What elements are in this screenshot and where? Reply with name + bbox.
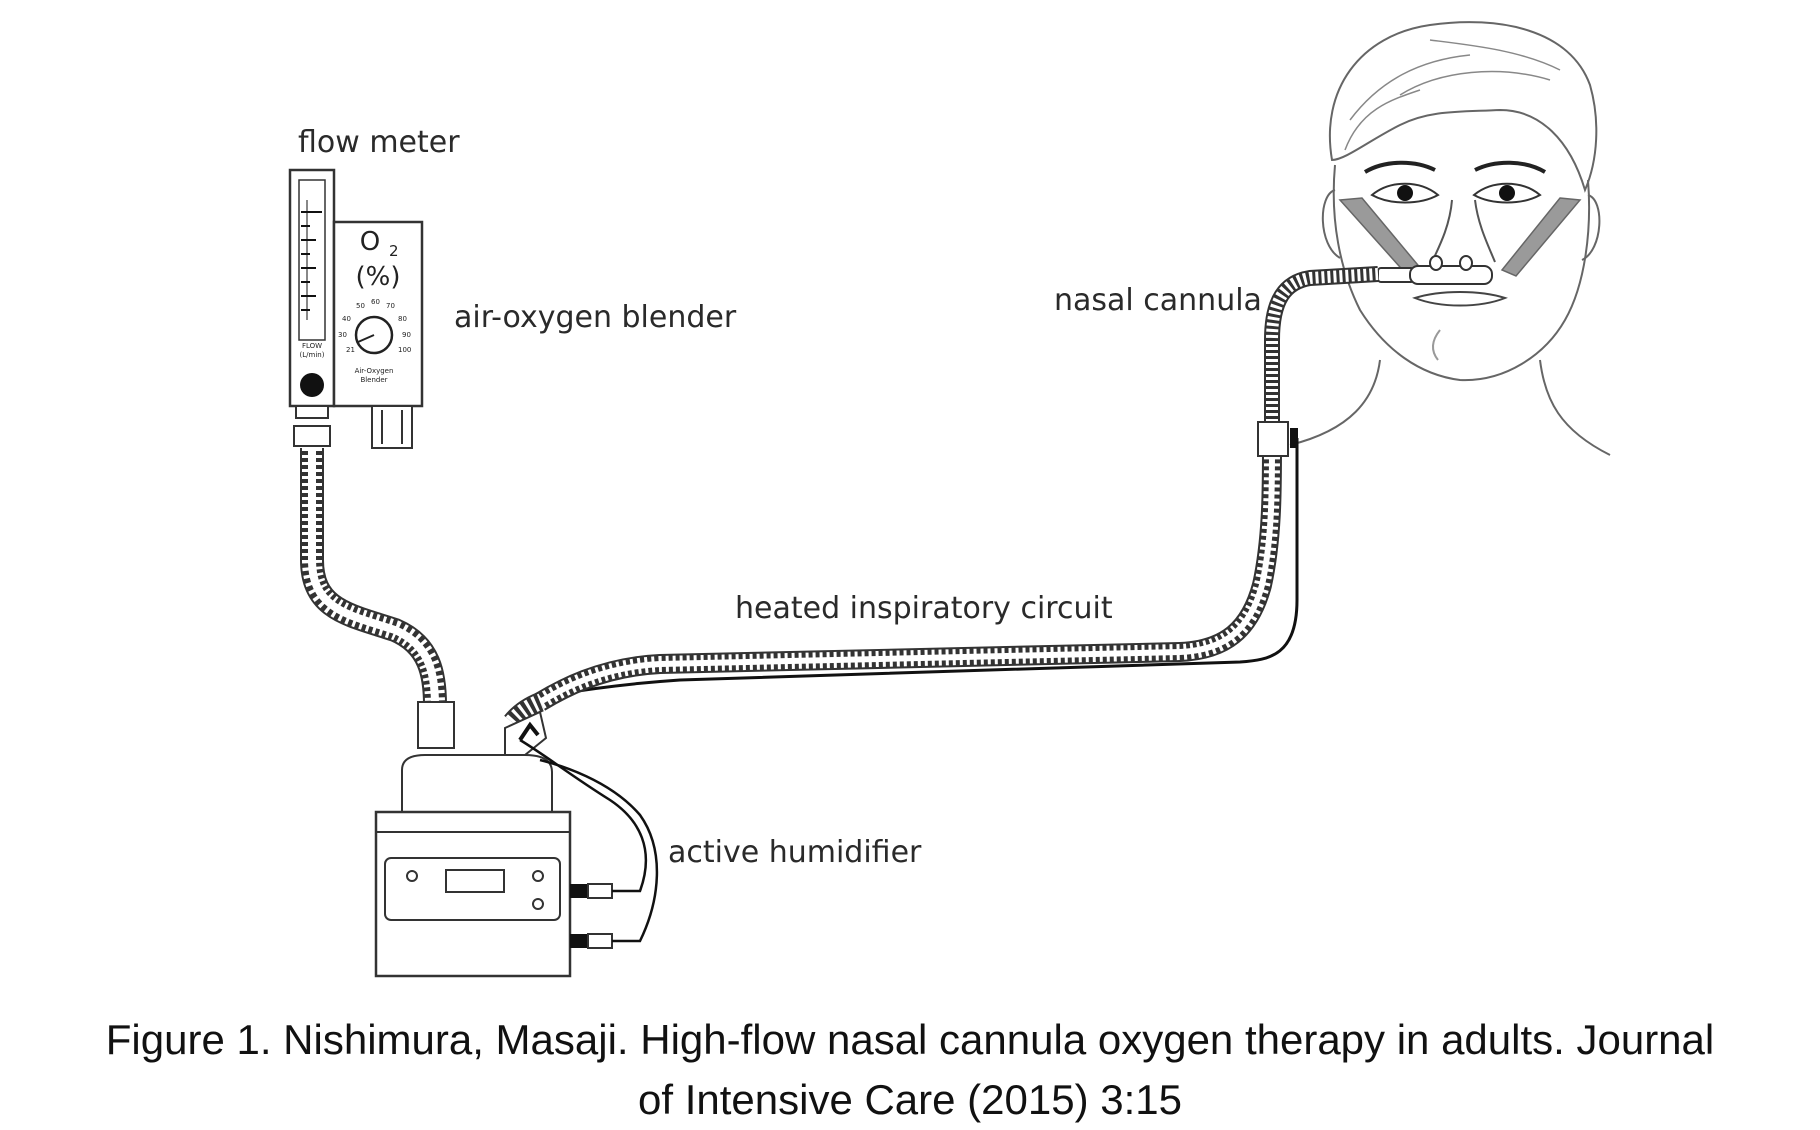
flow-meter-knob[interactable]	[300, 373, 324, 397]
label-active-humidifier: active humidifier	[668, 835, 922, 870]
patient-head	[1289, 21, 1611, 456]
label-nasal-cannula: nasal cannula	[1054, 283, 1262, 318]
blender-percent-label: (%)	[356, 262, 401, 292]
blender-dial-ticks: 21 30 40 50 60 70 80 90 100	[338, 298, 411, 354]
cannula-strap-right	[1500, 197, 1582, 277]
air-oxygen-blender: O 2 (%) 21 30 40 50 60 70 80 90 100 Air-…	[332, 220, 424, 449]
flow-meter-outlet-fitting	[293, 405, 331, 447]
humidifier-indicator-light	[406, 870, 418, 882]
humidifier-connector-upper	[570, 883, 613, 899]
caption-line-2: of Intensive Care (2015) 3:15	[638, 1076, 1182, 1123]
patient-eye-right	[1472, 182, 1542, 204]
svg-text:50: 50	[356, 302, 365, 310]
patient-face-outline	[1332, 164, 1591, 382]
svg-text:80: 80	[398, 315, 407, 323]
humidifier-cables	[519, 738, 659, 943]
svg-text:21: 21	[346, 346, 355, 354]
flow-meter: FLOW (L/min)	[288, 168, 336, 408]
blender-outlet-fitting	[371, 405, 413, 449]
patient-eyebrow-right	[1474, 160, 1547, 174]
flow-meter-scale	[301, 200, 322, 320]
humidifier-button-upper[interactable]	[532, 870, 544, 882]
blender-dial[interactable]	[354, 315, 394, 355]
cannula-strap-left	[1338, 197, 1424, 277]
patient-ear-right	[1581, 194, 1601, 261]
blender-o2-subscript: 2	[389, 242, 399, 260]
patient-nose	[1431, 199, 1496, 263]
humidifier-display	[445, 869, 505, 893]
svg-text:40: 40	[342, 315, 351, 323]
flow-meter-label-line1: FLOW	[302, 342, 322, 350]
heated-inspiratory-circuit	[534, 444, 1282, 711]
label-heated-inspiratory-circuit: heated inspiratory circuit	[735, 591, 1113, 626]
active-humidifier	[374, 710, 613, 978]
humidifier-water-chamber	[401, 754, 553, 813]
patient-ear-left	[1321, 189, 1341, 259]
circuit-outlet-tube	[504, 692, 544, 729]
svg-text:60: 60	[371, 298, 380, 306]
patient-eyebrow-left	[1363, 160, 1436, 174]
humidifier-button-lower[interactable]	[532, 898, 544, 910]
humidifier-connector-lower	[570, 933, 613, 949]
svg-text:90: 90	[402, 331, 411, 339]
flow-meter-label-line2: (L/min)	[300, 351, 325, 359]
blender-name-line2: Blender	[360, 376, 387, 384]
blender-o2-label: O	[360, 227, 380, 257]
label-flow-meter: flow meter	[298, 125, 460, 160]
caption-line-1: Figure 1. Nishimura, Masaji. High-flow n…	[105, 1016, 1715, 1063]
figure-caption: Figure 1. Nishimura, Masaji. High-flow n…	[40, 1010, 1780, 1130]
blender-name-line1: Air-Oxygen	[355, 367, 394, 375]
svg-text:30: 30	[338, 331, 347, 339]
label-air-oxygen-blender: air-oxygen blender	[454, 300, 737, 335]
patient-neck	[1289, 359, 1381, 446]
svg-text:100: 100	[398, 346, 411, 354]
patient-hair	[1328, 21, 1598, 193]
svg-text:70: 70	[386, 302, 395, 310]
patient-mouth	[1412, 291, 1508, 307]
oxygen-supply-tube	[300, 448, 447, 706]
cannula-connector	[1257, 421, 1298, 457]
nasal-cannula-device	[1377, 255, 1493, 285]
patient-eye-left	[1370, 182, 1440, 204]
cannula-tubing	[1264, 266, 1379, 422]
humidifier-inlet-fitting	[417, 701, 455, 749]
